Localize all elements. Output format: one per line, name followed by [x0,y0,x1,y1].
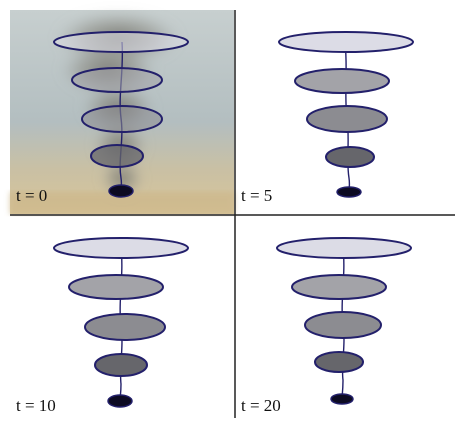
vortex-base [108,184,134,198]
panel-label-t10: t = 10 [16,396,56,415]
panel-label-t5: t = 5 [241,186,272,205]
panel-t20: t = 20 [241,237,412,415]
vortex-ring-2 [71,67,163,93]
vortex-diagram-t20 [276,237,412,405]
vortex-ring-3 [81,105,163,133]
panel-t5: t = 5 [241,31,414,205]
vortex-ring-3 [306,105,388,133]
panel-t0: t = 0 [10,10,234,214]
vortex-base [107,394,133,408]
panel-t10: t = 10 [16,237,189,415]
vortex-ring-2 [68,274,164,300]
vortex-base [330,393,354,405]
vortex-diagram-t10 [53,237,189,408]
vortex-ring-4 [94,353,148,377]
vortex-diagram-t5 [278,31,414,198]
vortex-diagram-t0 [53,31,189,198]
vortex-ring-1 [53,237,189,259]
vortex-ring-1 [53,31,189,53]
vortex-ring-2 [291,274,387,300]
vortex-ring-2 [294,68,390,94]
vortex-ring-1 [278,31,414,53]
ground-strip [10,192,234,214]
vortex-ring-3 [84,313,166,341]
panel-grid [10,10,455,418]
vortex-ring-4 [325,146,375,168]
panel-label-t0: t = 0 [16,186,47,205]
vortex-ring-4 [90,144,144,168]
vortex-base [336,186,362,198]
vortex-ring-4 [314,351,364,373]
vortex-ring-3 [304,311,382,339]
panel-label-t20: t = 20 [241,396,281,415]
vortex-ring-1 [276,237,412,259]
